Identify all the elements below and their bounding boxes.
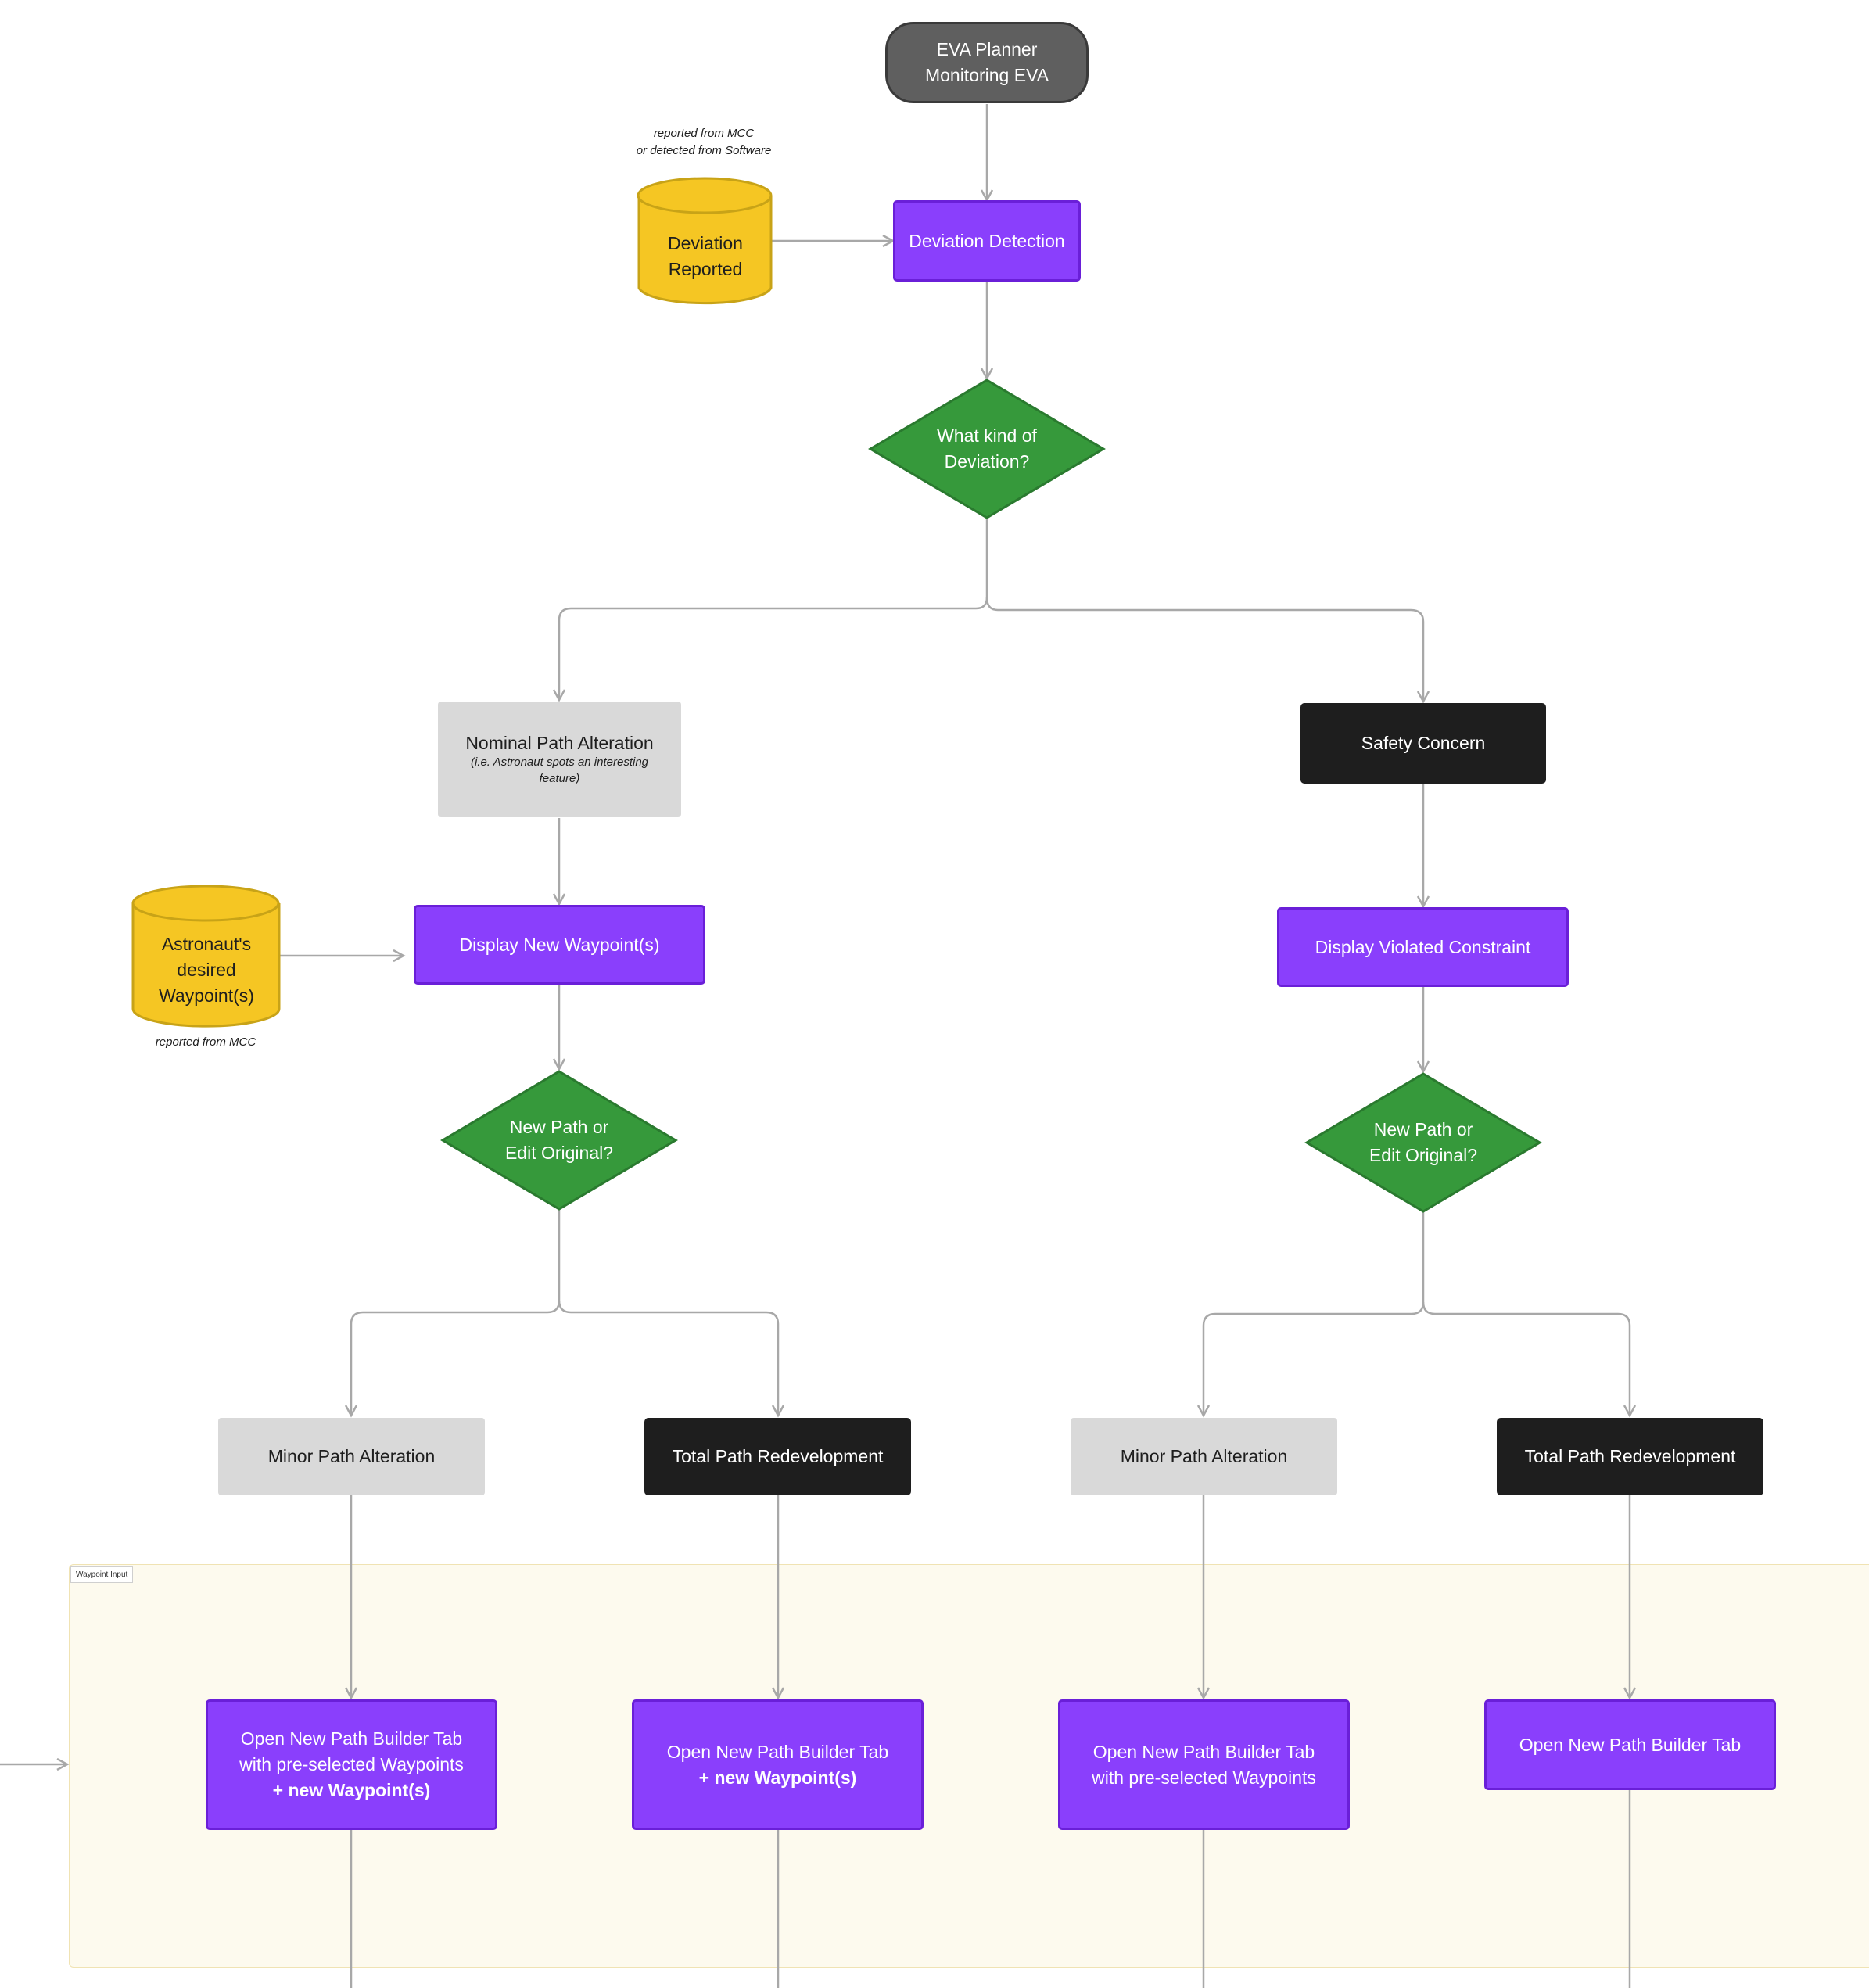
minor-right-label: Minor Path Alteration: [1120, 1446, 1288, 1466]
left-decision-label[interactable]: New Path or Edit Original?: [472, 1112, 647, 1168]
edge-decision-to-nominal: [559, 518, 988, 700]
left-decision-line1: New Path or: [509, 1117, 609, 1137]
open-path-builder-tab-4-node[interactable]: Open New Path Builder Tab: [1484, 1699, 1776, 1790]
open2-line1: Open New Path Builder Tab: [666, 1741, 889, 1762]
right-decision-label[interactable]: New Path or Edit Original?: [1336, 1114, 1511, 1171]
left-decision-diamond: [440, 1070, 678, 1211]
nominal-label: Nominal Path Alteration: [465, 732, 654, 753]
open4-label: Open New Path Builder Tab: [1519, 1734, 1742, 1755]
total-right-label: Total Path Redevelopment: [1524, 1446, 1736, 1466]
display-new-waypoints-node[interactable]: Display New Waypoint(s): [414, 905, 705, 985]
deviation-source-line2: or detected from Software: [636, 144, 772, 157]
deviation-detection-label: Deviation Detection: [909, 230, 1065, 251]
start-line2: Monitoring EVA: [924, 65, 1049, 85]
open-path-builder-tab-2-node[interactable]: Open New Path Builder Tab + new Waypoint…: [632, 1699, 924, 1830]
astronauts-waypoints-line2: desired: [177, 959, 236, 980]
deviation-reported-line2: Reported: [668, 259, 743, 279]
display-violated-constraint-node[interactable]: Display Violated Constraint: [1277, 907, 1569, 987]
astronauts-waypoints-label[interactable]: Astronaut's desired Waypoint(s): [133, 928, 280, 1012]
deviation-reported-cylinder: [637, 177, 773, 305]
left-decision-line2: Edit Original?: [504, 1143, 614, 1163]
total-path-redevelopment-right-node[interactable]: Total Path Redevelopment: [1497, 1418, 1763, 1495]
what-kind-line2: Deviation?: [944, 451, 1030, 472]
open1-line2: with pre-selected Waypoints: [239, 1754, 464, 1774]
what-kind-decision-diamond: [868, 379, 1106, 519]
open1-line1: Open New Path Builder Tab: [240, 1728, 463, 1749]
deviation-reported-line1: Deviation: [668, 233, 743, 253]
total-path-redevelopment-left-node[interactable]: Total Path Redevelopment: [644, 1418, 911, 1495]
edge-right-decision-to-total: [1422, 1301, 1630, 1416]
right-decision-diamond: [1304, 1072, 1542, 1213]
minor-left-label: Minor Path Alteration: [267, 1446, 436, 1466]
deviation-source-note: reported from MCC or detected from Softw…: [594, 125, 813, 160]
start-line1: EVA Planner: [936, 39, 1038, 59]
edge-decision-to-safety: [985, 597, 1423, 702]
nominal-sub-label: (i.e. Astronaut spots an interesting fea…: [470, 755, 649, 785]
edge-left-decision-to-total: [558, 1300, 778, 1416]
nominal-path-alteration-node[interactable]: Nominal Path Alteration (i.e. Astronaut …: [438, 702, 681, 817]
deviation-source-line1: reported from MCC: [653, 127, 755, 140]
open1-line3: + new Waypoint(s): [272, 1780, 431, 1800]
display-violated-label: Display Violated Constraint: [1315, 936, 1531, 957]
edge-left-decision-to-minor: [351, 1209, 561, 1416]
deviation-detection-node[interactable]: Deviation Detection: [893, 200, 1081, 282]
right-decision-line2: Edit Original?: [1369, 1145, 1478, 1165]
eva-planner-start-node[interactable]: EVA Planner Monitoring EVA: [885, 22, 1089, 103]
safety-label: Safety Concern: [1361, 733, 1486, 753]
astronauts-waypoints-cylinder: [131, 885, 281, 1028]
open-path-builder-tab-1-node[interactable]: Open New Path Builder Tab with pre-selec…: [206, 1699, 497, 1830]
astronauts-waypoints-line1: Astronaut's: [161, 933, 252, 954]
open-path-builder-tab-3-node[interactable]: Open New Path Builder Tab with pre-selec…: [1058, 1699, 1350, 1830]
deviation-reported-label[interactable]: Deviation Reported: [639, 227, 772, 286]
minor-path-alteration-left-node[interactable]: Minor Path Alteration: [218, 1418, 485, 1495]
open3-line2: with pre-selected Waypoints: [1092, 1767, 1316, 1788]
open3-line1: Open New Path Builder Tab: [1092, 1741, 1315, 1762]
display-new-waypoints-label: Display New Waypoint(s): [459, 934, 660, 955]
minor-path-alteration-right-node[interactable]: Minor Path Alteration: [1071, 1418, 1337, 1495]
right-decision-line1: New Path or: [1373, 1119, 1473, 1139]
waypoint-input-frame-label: Waypoint Input: [70, 1566, 134, 1583]
safety-concern-node[interactable]: Safety Concern: [1300, 703, 1546, 784]
waypoint-source-note: reported from MCC: [155, 1035, 256, 1049]
open2-line2: + new Waypoint(s): [698, 1767, 857, 1788]
what-kind-decision-label[interactable]: What kind of Deviation?: [899, 421, 1074, 477]
edge-right-decision-to-minor: [1204, 1211, 1425, 1416]
what-kind-line1: What kind of: [937, 425, 1037, 446]
astronauts-waypoints-line3: Waypoint(s): [159, 985, 254, 1006]
total-left-label: Total Path Redevelopment: [672, 1446, 884, 1466]
